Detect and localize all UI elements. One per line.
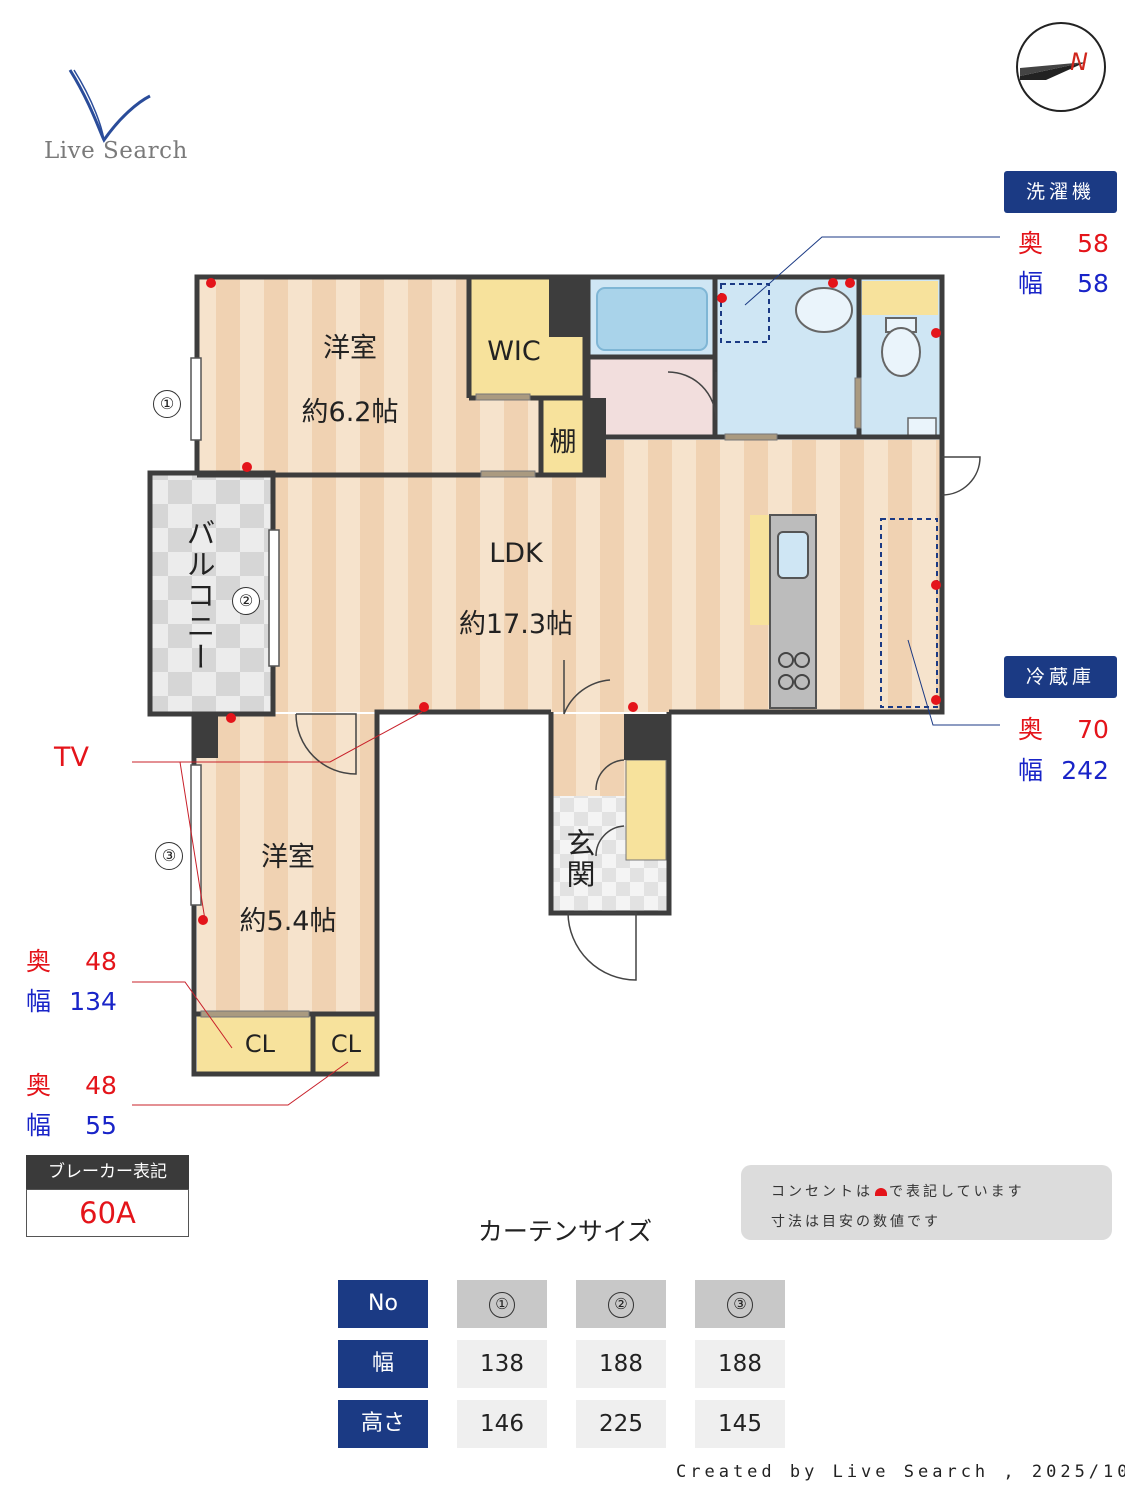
outlet-icon [875,1188,887,1196]
wic-label: WIC [487,336,541,367]
ldk-floor [275,475,940,712]
western-room-2-floor [197,714,377,1014]
fridge-width-value: 242 [1061,756,1109,785]
closet-large-width-row: 幅 134 [26,982,117,1018]
curtain-row-label-width: 幅 [338,1340,428,1388]
curtain-width-3: 188 [695,1340,785,1388]
window-marker-1: ① [153,390,181,418]
breaker-value: 60A [26,1189,189,1237]
washer-depth-value: 58 [1077,229,1109,258]
wic-floor [469,279,549,398]
compass-icon [1016,22,1106,112]
fridge-depth-value: 70 [1077,715,1109,744]
closet-small-width-row: 幅 55 [26,1106,117,1142]
note-line1-post: で表記しています [889,1184,1025,1200]
curtain-col-2-label: ② [608,1291,634,1318]
closet-large-width-label: 幅 [26,987,52,1016]
shelf-floor [541,398,585,475]
fridge-width-label: 幅 [1018,756,1044,785]
western-room-2-name: 洋室 [261,842,315,873]
closet-large-width-value: 134 [69,987,117,1016]
ldk-size: 約17.3帖 [458,609,574,640]
floor-plan [132,236,1000,1106]
closet-small-depth-row: 奥 48 [26,1066,117,1102]
compass-north-label: N [1070,48,1088,76]
outlet-markers [198,278,941,925]
closet-small-depth-value: 48 [85,1071,117,1100]
changing-area-floor [590,357,714,437]
curtain-row-label-no: No [338,1280,428,1328]
western-room-2-size: 約5.4帖 [239,906,337,937]
note-line1-pre: コンセントは [771,1184,873,1200]
shelf-label: 棚 [549,427,577,458]
fridge-space [880,518,938,708]
closet-1-label: CL [244,1030,276,1058]
curtain-col-3: ③ [695,1280,785,1328]
tv-label: TV [54,742,89,773]
note-line2: 寸法は目安の数値です [771,1214,941,1230]
closet-large-depth-value: 48 [85,947,117,976]
curtain-col-2: ② [576,1280,666,1328]
outlet-note: コンセントはで表記しています 寸法は目安の数値です [741,1165,1112,1240]
logo-text: Live Search [44,138,188,164]
curtain-title: カーテンサイズ [477,1217,653,1246]
curtain-height-3: 145 [695,1400,785,1448]
curtain-col-1: ① [457,1280,547,1328]
western-room-1-floor [197,279,469,475]
fridge-label: 冷蔵庫 [1004,656,1117,698]
live-search-logo-mark [68,69,151,143]
compass-needle-icon [1020,62,1086,80]
curtain-width-2: 188 [576,1340,666,1388]
fridge-width-row: 幅 242 [1018,751,1109,787]
western-room-1-size: 約6.2帖 [301,397,399,428]
curtain-height-1: 146 [457,1400,547,1448]
curtain-width-1: 138 [457,1340,547,1388]
washer-width-row: 幅 58 [1018,264,1109,300]
washer-depth-label: 奥 [1018,229,1044,258]
closet-small-depth-label: 奥 [26,1071,52,1100]
curtain-height-2: 225 [576,1400,666,1448]
ldk-name: LDK [489,538,543,569]
fridge-depth-label: 奥 [1018,715,1044,744]
washer-space [720,283,770,343]
closet-2-label: CL [330,1030,362,1058]
window-marker-3: ③ [155,842,183,870]
curtain-row-label-height: 高さ [338,1400,428,1448]
curtain-col-1-label: ① [489,1291,515,1318]
western-room-1-name: 洋室 [323,333,377,364]
fridge-depth-row: 奥 70 [1018,710,1109,746]
closet-large-depth-label: 奥 [26,947,52,976]
closet-large-depth-row: 奥 48 [26,942,117,978]
entrance-label: 玄関 [562,828,596,890]
credit-text: Created by Live Search , 2025/10 [676,1462,1125,1482]
closet-2-floor [315,1016,377,1072]
washer-depth-row: 奥 58 [1018,224,1109,260]
balcony-label: バルコニー [182,518,216,673]
window-marker-2: ② [232,587,260,615]
breaker-title: ブレーカー表記 [26,1155,189,1189]
washer-width-value: 58 [1077,269,1109,298]
closet-small-width-value: 55 [85,1111,117,1140]
washer-label: 洗濯機 [1004,171,1117,213]
closet-small-width-label: 幅 [26,1111,52,1140]
washer-width-label: 幅 [1018,269,1044,298]
curtain-col-3-label: ③ [727,1291,753,1318]
